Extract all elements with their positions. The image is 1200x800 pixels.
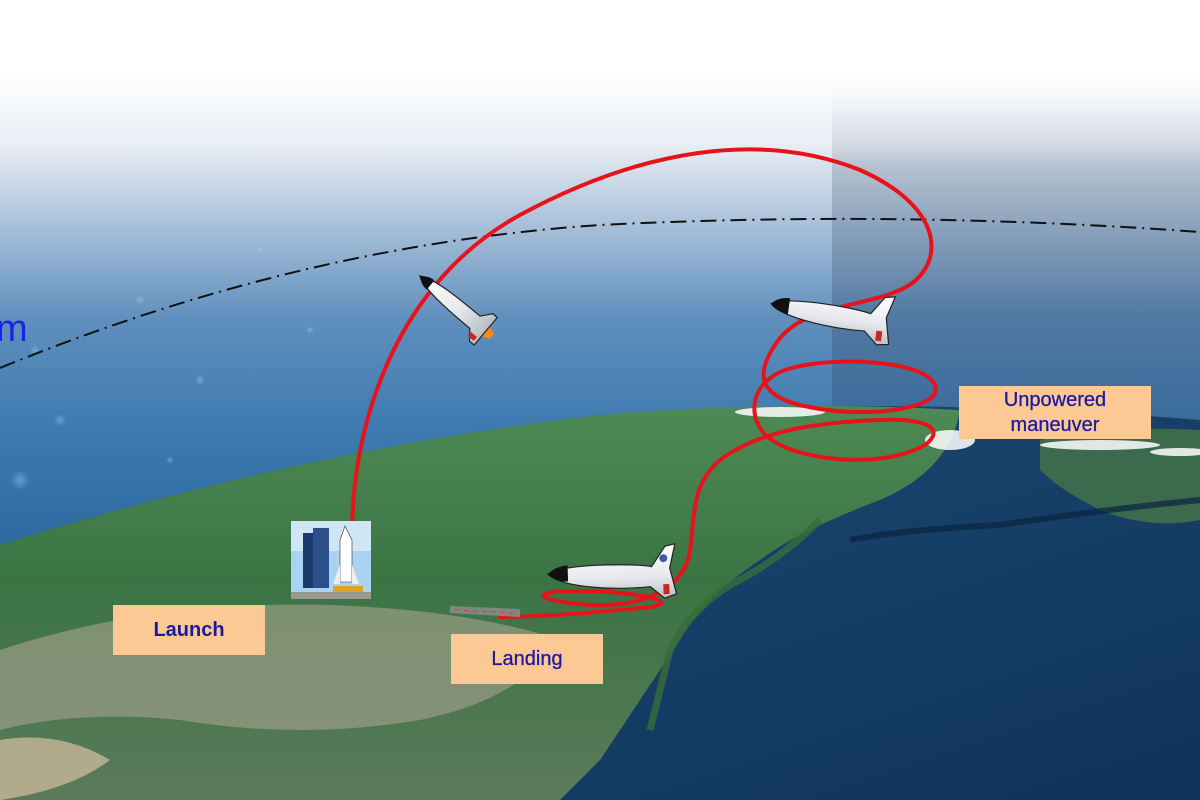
launch-pad-image	[291, 521, 371, 599]
launch-label: Launch	[113, 605, 265, 655]
orbit-line	[0, 217, 1200, 369]
unpowered-label-line1: Unpowered	[1003, 388, 1107, 411]
landing-spaceplane	[546, 542, 678, 599]
ocean-trench	[849, 497, 1200, 543]
landing-label: Landing	[451, 634, 603, 684]
ascending-shuttle	[418, 275, 499, 346]
orbiting-spaceplane	[770, 296, 897, 346]
launch-label-text: Launch	[153, 618, 225, 641]
orbit-altitude-label: m	[0, 308, 28, 350]
trajectory-path	[349, 147, 938, 619]
earth-desert	[0, 737, 110, 800]
island-arc	[646, 517, 823, 731]
unpowered-label-line2: maneuver	[1010, 413, 1100, 436]
runway	[450, 606, 520, 617]
unpowered-maneuver-label: Unpowered maneuver	[959, 386, 1151, 439]
landing-label-text: Landing	[491, 647, 563, 670]
horizon-clouds	[735, 407, 1200, 456]
